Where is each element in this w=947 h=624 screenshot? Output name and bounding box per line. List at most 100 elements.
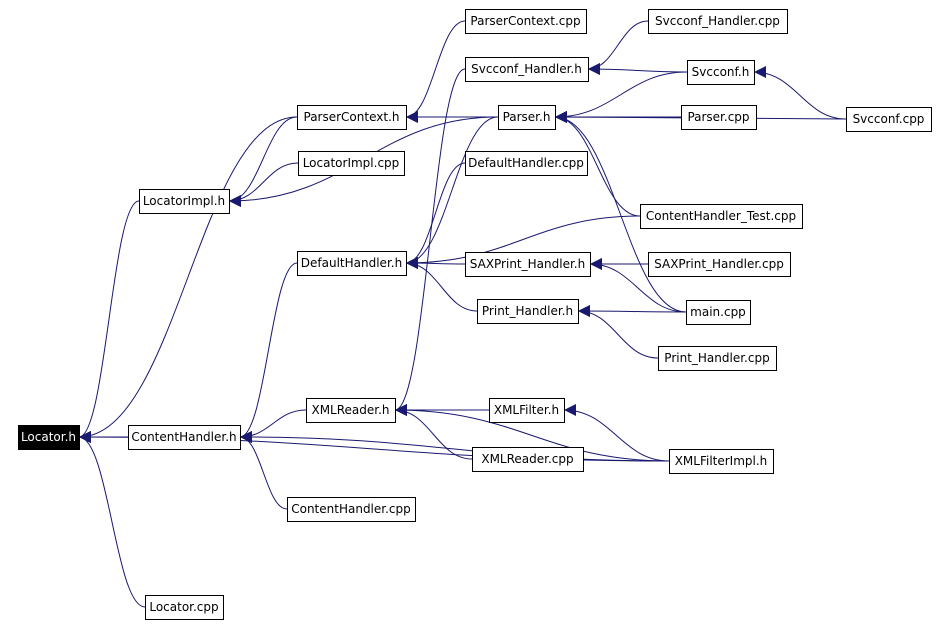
edge-xmlfilterimpl_h-to-contenthandler_h: [239, 431, 670, 462]
edge-contenthandler_test_cpp-to-defaulthandler_h: [405, 215, 641, 269]
edge-xmlreader_h-to-contenthandler_h: [239, 409, 307, 443]
node-svcconf-cpp[interactable]: Svcconf.cpp: [846, 107, 932, 132]
node-box: [297, 251, 407, 276]
node-box: [465, 252, 591, 277]
node-label: Locator.h: [21, 430, 76, 444]
node-box: [640, 204, 803, 229]
node-saxprint-handler-cpp[interactable]: SAXPrint_Handler.cpp: [648, 252, 791, 277]
node-defaulthandler-h[interactable]: DefaultHandler.h: [297, 251, 407, 276]
node-box: [846, 107, 932, 132]
node-label: DefaultHandler.cpp: [468, 156, 584, 170]
edge-main_cpp-to-print_handler_h: [577, 305, 687, 318]
node-print-handler-h[interactable]: Print_Handler.h: [477, 299, 579, 324]
node-label: SAXPrint_Handler.cpp: [654, 257, 784, 271]
edge-svcconf_h-to-svcconf_handler_h: [587, 63, 688, 76]
node-svcconf-handler-h[interactable]: Svcconf_Handler.h: [465, 57, 589, 82]
node-print-handler-cpp[interactable]: Print_Handler.cpp: [658, 346, 777, 371]
node-svcconf-h[interactable]: Svcconf.h: [687, 60, 755, 85]
node-xmlfilter-h[interactable]: XMLFilter.h: [489, 398, 565, 423]
edge-defaulthandler_h-to-contenthandler_h: [239, 262, 298, 443]
node-contenthandler-h[interactable]: ContentHandler.h: [128, 425, 241, 450]
edge-svcconf_cpp-to-svcconf_h: [753, 66, 847, 120]
node-label: ParserContext.cpp: [470, 14, 580, 28]
node-label: XMLReader.cpp: [481, 452, 573, 466]
node-label: XMLFilterImpl.h: [675, 454, 768, 468]
node-label: Parser.cpp: [687, 110, 749, 124]
node-box: [669, 449, 774, 474]
node-xmlreader-cpp[interactable]: XMLReader.cpp: [472, 447, 584, 472]
node-parsercontext-h[interactable]: ParserContext.h: [297, 105, 407, 130]
node-label: Locator.cpp: [149, 600, 218, 614]
node-label: Print_Handler.h: [482, 304, 573, 318]
node-label: ContentHandler_Test.cpp: [646, 209, 796, 223]
edge-parser_h-to-defaulthandler_h: [405, 116, 499, 269]
node-box: [287, 497, 416, 522]
edge-contenthandler_cpp-to-contenthandler_h: [239, 431, 288, 510]
node-label: Parser.h: [503, 110, 551, 124]
node-box: [472, 447, 584, 472]
node-box: [465, 151, 588, 176]
node-xmlfilterimpl-h[interactable]: XMLFilterImpl.h: [669, 449, 774, 474]
node-box: [687, 60, 755, 85]
node-locator-cpp[interactable]: Locator.cpp: [145, 595, 224, 620]
edge-svcconf_handler_h-to-xmlreader_h: [394, 68, 466, 416]
node-box: [648, 252, 791, 277]
edges-layer: [78, 20, 847, 608]
node-box: [139, 189, 230, 214]
edge-print_handler_h-to-defaulthandler_h: [405, 257, 478, 312]
edge-print_handler_cpp-to-print_handler_h: [577, 305, 659, 359]
node-label: LocatorImpl.cpp: [303, 156, 400, 170]
node-label: XMLFilter.h: [494, 403, 559, 417]
node-locator-h: Locator.h: [18, 425, 80, 450]
node-label: Svcconf_Handler.h: [471, 62, 582, 76]
node-label: main.cpp: [690, 305, 746, 319]
node-label: XMLReader.h: [311, 403, 389, 417]
node-box: [648, 9, 788, 34]
node-saxprint-handler-h[interactable]: SAXPrint_Handler.h: [465, 252, 591, 277]
edge-svcconf_h-to-parser_h: [554, 71, 688, 123]
node-box: [298, 151, 405, 176]
edge-parsercontext_h-to-locator_h: [78, 116, 298, 443]
node-box: [489, 398, 565, 423]
node-label: Svcconf_Handler.cpp: [655, 14, 780, 28]
edge-parsercontext_cpp-to-parsercontext_h: [405, 20, 466, 123]
node-locatorimpl-h[interactable]: LocatorImpl.h: [139, 189, 230, 214]
node-box: [686, 300, 751, 325]
node-label: Svcconf.h: [692, 65, 750, 79]
node-svcconf-handler-cpp[interactable]: Svcconf_Handler.cpp: [648, 9, 788, 34]
node-defaulthandler-cpp[interactable]: DefaultHandler.cpp: [465, 151, 588, 176]
node-label: Print_Handler.cpp: [664, 351, 769, 365]
edge-main_cpp-to-parser_h: [554, 111, 687, 313]
node-label: Svcconf.cpp: [853, 112, 925, 126]
node-box: [297, 105, 407, 130]
edge-contenthandler_test_cpp-to-parser_h: [554, 111, 641, 217]
node-main-cpp[interactable]: main.cpp: [686, 300, 751, 325]
node-locatorimpl-cpp[interactable]: LocatorImpl.cpp: [298, 151, 405, 176]
edge-xmlfilterimpl_h-to-xmlreader_h: [394, 404, 670, 462]
node-label: ContentHandler.cpp: [291, 502, 411, 516]
node-box: [145, 595, 224, 620]
edge-locatorimpl_cpp-to-locatorimpl_h: [228, 162, 299, 207]
node-box: [306, 398, 396, 423]
node-parsercontext-cpp[interactable]: ParserContext.cpp: [465, 9, 587, 34]
edge-parsercontext_h-to-locatorimpl_h: [228, 116, 298, 207]
node-box: [477, 299, 579, 324]
node-label: ContentHandler.h: [131, 430, 236, 444]
edge-main_cpp-to-saxprint_handler_h: [589, 258, 687, 313]
node-label: DefaultHandler.h: [301, 256, 402, 270]
edge-svcconf_handler_cpp-to-svcconf_handler_h: [587, 20, 649, 75]
node-label: ParserContext.h: [304, 110, 400, 124]
node-xmlreader-h[interactable]: XMLReader.h: [306, 398, 396, 423]
node-box: [465, 57, 589, 82]
node-box: [658, 346, 777, 371]
node-label: SAXPrint_Handler.h: [470, 257, 585, 271]
node-parser-h[interactable]: Parser.h: [498, 105, 556, 130]
node-box: [128, 425, 241, 450]
node-box: [18, 425, 80, 450]
node-contenthandler-test-cpp[interactable]: ContentHandler_Test.cpp: [640, 204, 803, 229]
node-contenthandler-cpp[interactable]: ContentHandler.cpp: [287, 497, 416, 522]
node-parser-cpp[interactable]: Parser.cpp: [681, 105, 757, 130]
